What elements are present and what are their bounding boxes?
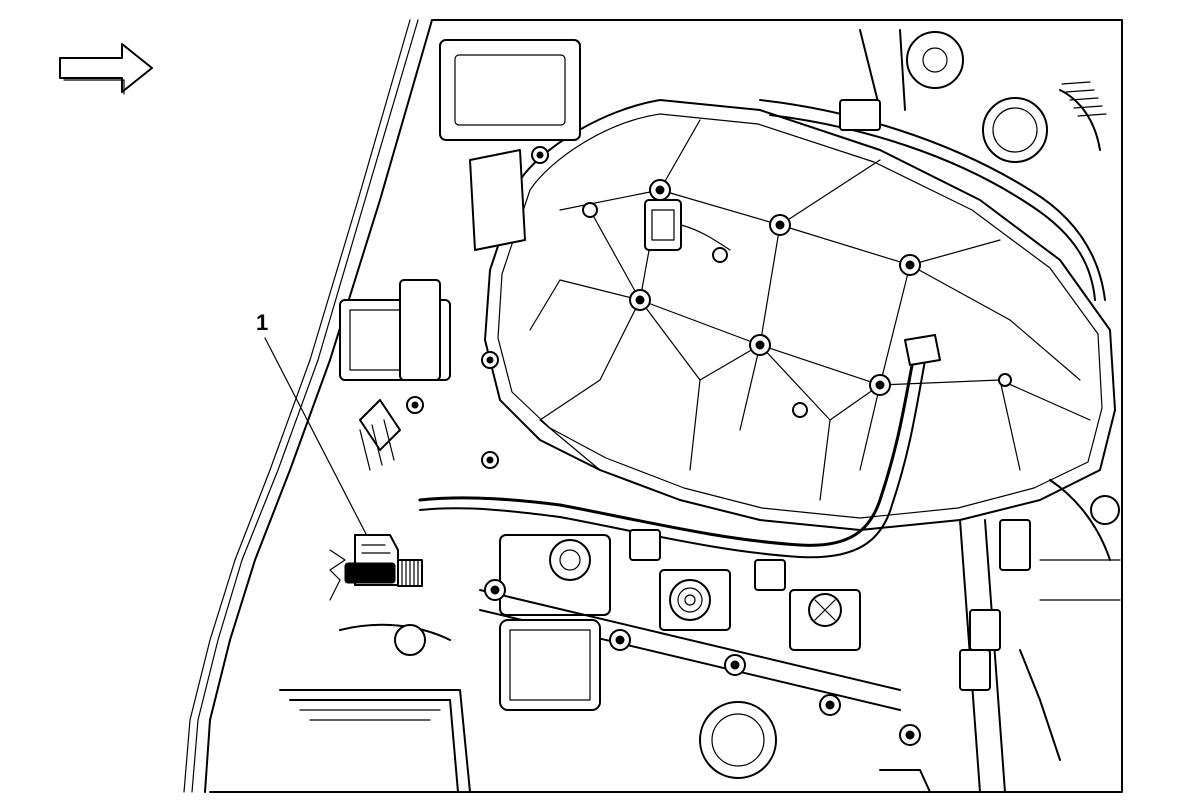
lower-left-components: [279, 619, 777, 793]
upper-right-components: [759, 29, 1107, 301]
engine-bay-outline: [183, 19, 1123, 793]
coolant-tube: [418, 334, 941, 559]
outline-arrow-right-icon: [59, 43, 153, 95]
callout-1-leader-line: [264, 337, 367, 535]
lower-center-components: [479, 529, 921, 746]
manifold-sensor: [644, 199, 731, 251]
callout-1: 1: [256, 310, 367, 535]
left-components: [339, 39, 581, 471]
sensor-item-1: [329, 534, 423, 601]
callout-1-label: 1: [256, 310, 268, 335]
right-components: [879, 479, 1121, 793]
intake-manifold: [406, 99, 1116, 531]
